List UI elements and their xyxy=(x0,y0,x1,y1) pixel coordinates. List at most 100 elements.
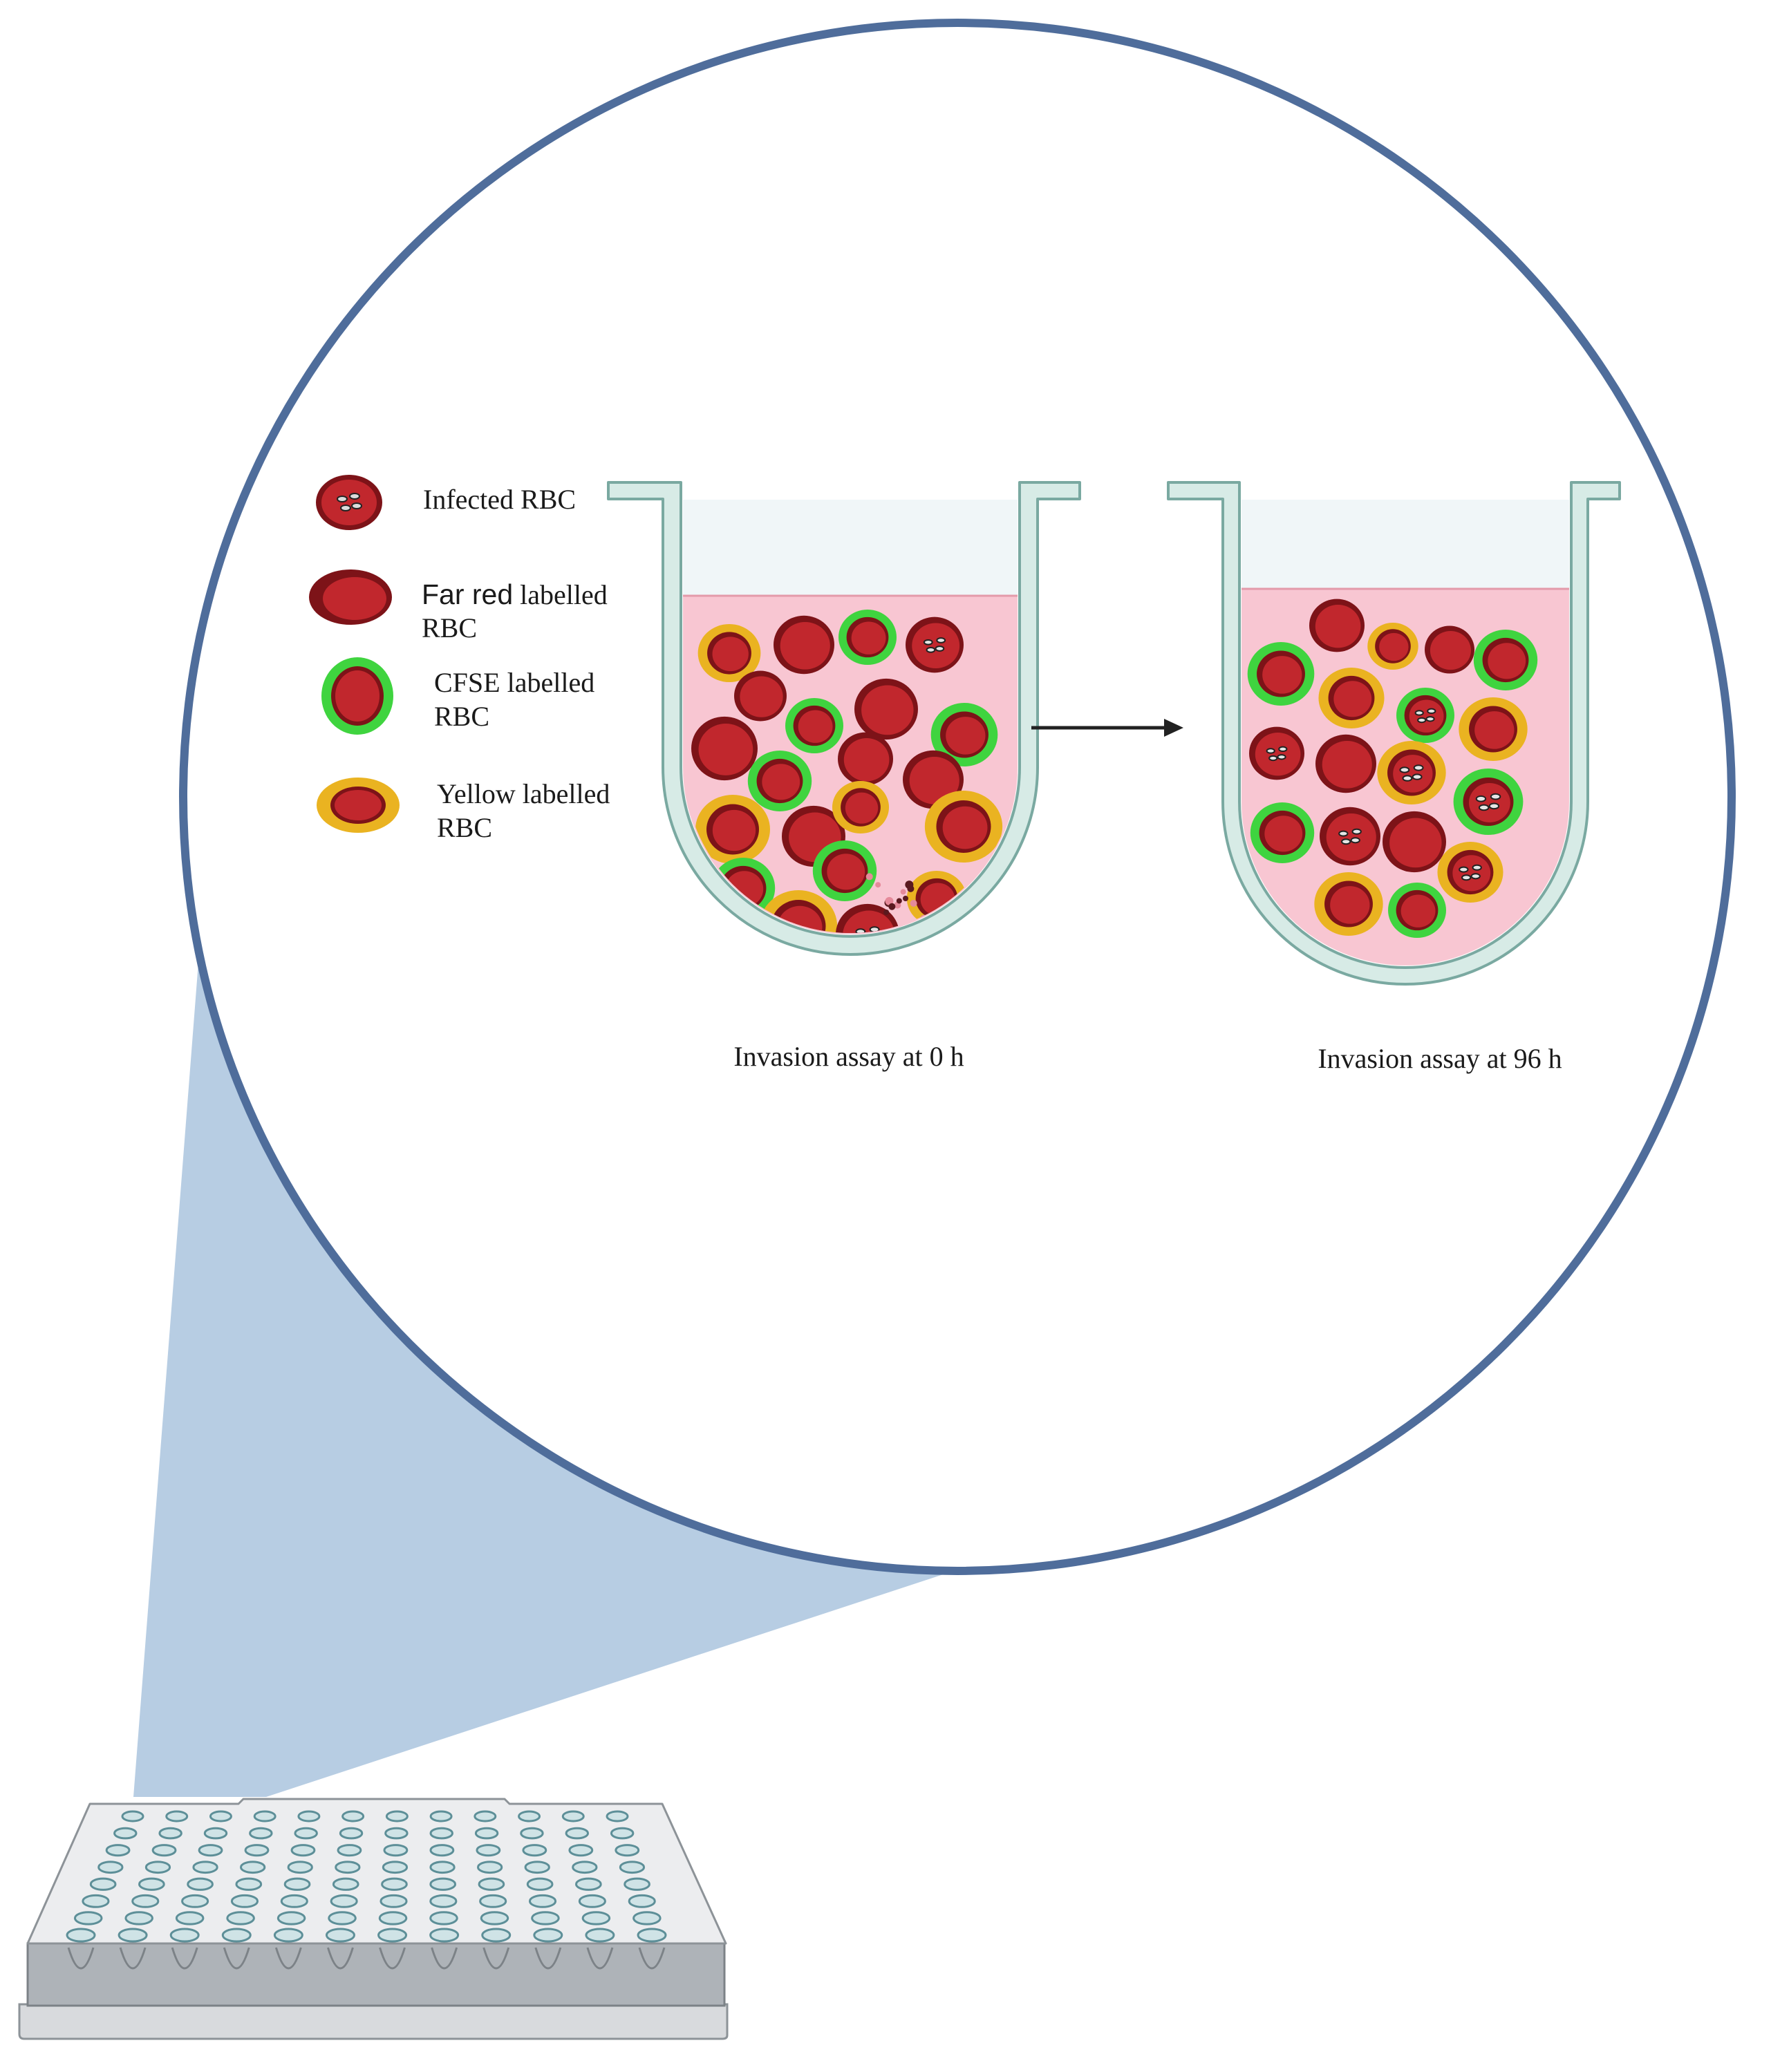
plate-well xyxy=(572,1861,598,1874)
plate-well xyxy=(581,1911,611,1925)
plate-well xyxy=(175,1911,205,1925)
plate-well xyxy=(481,1928,512,1943)
legend-infected-rbc-icon xyxy=(316,475,382,530)
rbc-cell xyxy=(1320,807,1380,866)
plate-well xyxy=(230,1894,259,1908)
plate-well-bottom xyxy=(171,1947,198,1970)
well-0h-tube xyxy=(607,481,1081,956)
plate-well xyxy=(244,1844,270,1857)
rbc-cell xyxy=(1314,872,1383,936)
well-0h-cells xyxy=(691,610,1003,933)
rbc-cell xyxy=(1367,623,1418,670)
plate-well xyxy=(138,1877,165,1891)
plate-well xyxy=(478,1877,505,1891)
parasite-merozoite-icon xyxy=(923,637,946,653)
arrow-right-icon xyxy=(1031,719,1183,737)
legend-infected-label: Infected RBC xyxy=(423,484,576,515)
rbc-cell xyxy=(1383,811,1446,873)
plate-well xyxy=(518,1810,541,1823)
debris-dot xyxy=(903,896,908,901)
plate-well xyxy=(429,1911,458,1925)
plate-well xyxy=(158,1827,182,1840)
rbc-cell xyxy=(1247,642,1315,706)
debris-dot xyxy=(900,889,906,895)
plate-well xyxy=(568,1844,594,1857)
legend: Infected RBC Far red labelled RBC CFSE l… xyxy=(309,475,610,843)
plate-well xyxy=(165,1810,189,1823)
legend-cfse-label: CFSE labelled xyxy=(434,667,594,698)
plate-well xyxy=(82,1894,110,1908)
plate-well xyxy=(144,1861,171,1874)
plate-well xyxy=(624,1877,650,1891)
debris-dot xyxy=(905,880,914,889)
well-96h-headspace xyxy=(1241,500,1569,590)
debris-dot xyxy=(875,882,881,888)
parasite-merozoite-icon xyxy=(1459,864,1482,881)
rbc-cell xyxy=(785,698,843,753)
rbc-cell xyxy=(1453,769,1524,835)
rbc-cell xyxy=(832,781,890,833)
plate-well xyxy=(181,1894,209,1908)
legend-yellow-label: Yellow labelled xyxy=(437,778,610,809)
plate-well-bottom xyxy=(586,1947,614,1970)
plate-well xyxy=(341,1810,365,1823)
plate-well-bottom xyxy=(379,1947,406,1970)
plate-well-bottom xyxy=(431,1947,458,1970)
plate-well xyxy=(476,1844,501,1857)
plate-well xyxy=(131,1894,160,1908)
plate-well-bottom xyxy=(274,1947,302,1970)
plate-well xyxy=(637,1928,667,1943)
plate-well xyxy=(474,1810,497,1823)
plate-well xyxy=(429,1894,458,1908)
legend-far-red-label-line2: RBC xyxy=(422,612,477,643)
parasite-merozoite-icon xyxy=(1414,708,1436,724)
plate-well xyxy=(277,1911,306,1925)
plate-well xyxy=(280,1894,308,1908)
plate-well xyxy=(283,1877,311,1891)
plate-well xyxy=(476,1861,503,1874)
caption-96h: Invasion assay at 96 h xyxy=(1318,1043,1562,1074)
plate-well xyxy=(203,1827,228,1840)
plate-well-bottom xyxy=(119,1947,147,1970)
plate-well xyxy=(339,1827,364,1840)
plate-base xyxy=(18,2003,729,2040)
plate-well xyxy=(619,1861,646,1874)
plate-well xyxy=(332,1877,359,1891)
rbc-cell xyxy=(1309,599,1365,652)
well-0h-headspace xyxy=(683,500,1018,596)
plate-top xyxy=(26,1798,727,1945)
well-96h xyxy=(1167,481,1621,986)
rbc-cell xyxy=(906,616,964,673)
plate-well xyxy=(528,1894,557,1908)
plate-well xyxy=(335,1861,361,1874)
plate-well xyxy=(384,1827,409,1840)
plate-well-bottom xyxy=(534,1947,562,1970)
plate-well xyxy=(273,1928,303,1943)
plate-well xyxy=(105,1844,131,1857)
plate-well xyxy=(524,1861,550,1874)
rbc-cell xyxy=(924,791,1003,863)
plate-well xyxy=(124,1911,153,1925)
plate-well xyxy=(531,1911,560,1925)
plate-well xyxy=(249,1827,273,1840)
plate-side xyxy=(26,1942,726,2007)
plate-well xyxy=(73,1911,103,1925)
plate-skirt-wells xyxy=(67,1947,666,1970)
rbc-cell xyxy=(1250,802,1315,863)
plate-well xyxy=(330,1894,358,1908)
plate-well xyxy=(328,1911,357,1925)
plate-well xyxy=(97,1861,124,1874)
plate-well xyxy=(632,1911,662,1925)
rbc-cell xyxy=(697,624,761,682)
plate-well xyxy=(226,1911,255,1925)
plate-well xyxy=(429,1877,457,1891)
debris-dot xyxy=(910,900,917,907)
rbc-cell xyxy=(854,678,918,740)
plate-well xyxy=(561,1810,585,1823)
rbc-cell xyxy=(734,670,787,722)
plate-well xyxy=(585,1928,615,1943)
plate-well xyxy=(294,1827,318,1840)
rbc-cell xyxy=(1425,625,1474,674)
well-96h-cells xyxy=(1247,599,1538,938)
